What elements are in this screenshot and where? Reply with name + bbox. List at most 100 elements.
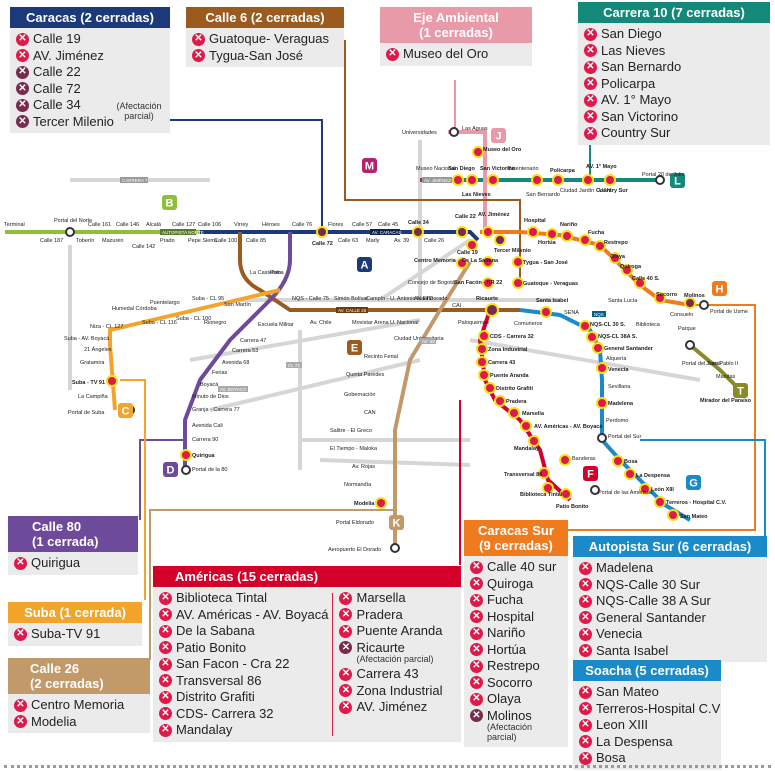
label-san-facon: San Facón - KR 22 xyxy=(454,280,502,286)
closed-x-icon: ✕ xyxy=(584,110,597,124)
panel-caracas-sur: Caracas Sur (9 cerradas) ✕Calle 40 sur✕Q… xyxy=(464,520,568,747)
station-name: General Santander xyxy=(596,609,706,625)
line-j-eje xyxy=(448,130,487,230)
panel-carrera10: Carrera 10 (7 cerradas) ✕San Diego✕Las N… xyxy=(578,2,770,145)
closed-x-icon: ✕ xyxy=(579,561,592,575)
label-heroes: Héroes xyxy=(262,222,280,228)
closed-x-icon: ✕ xyxy=(192,32,205,46)
station-policarpa xyxy=(552,174,564,186)
station-tygua xyxy=(512,256,524,268)
panel-americas-list-2: ✕Marsella✕Pradera✕Puente Aranda✕Ricaurte… xyxy=(333,587,461,742)
label-campin: Campín - U. Antonio Nariño xyxy=(366,296,433,302)
closed-station-item: ✕Leon XIII xyxy=(579,717,717,734)
panel-calle80-title-line1: Calle 80 xyxy=(32,519,82,534)
closed-station-item: ✕Molinos xyxy=(470,708,564,725)
badge-g: G xyxy=(686,475,701,490)
closed-x-icon: ✕ xyxy=(470,709,483,723)
panel-americas: Américas (15 cerradas) ✕Biblioteca Tinta… xyxy=(153,566,461,742)
label-parque: Parque xyxy=(678,326,696,332)
label-portal-americas: Portal de las Américas xyxy=(598,490,653,496)
road-label-autonorte: AUTOPISTA NORTE xyxy=(162,230,204,235)
panel-calle6-list: ✕Guatoque- Veraguas✕Tygua-San José xyxy=(186,28,344,67)
closed-station-item: ✕Calle 22 xyxy=(16,64,166,81)
closed-station-item: ✕CDS- Carrera 32 xyxy=(159,706,328,723)
label-las-aguas: Las Aguas xyxy=(462,126,488,132)
label-gratamira: Gratamira xyxy=(80,360,105,366)
closed-station-item: ✕Biblioteca Tintal xyxy=(159,590,328,607)
station-name: NQS-Calle 38 A Sur xyxy=(596,593,711,608)
label-av39: Av. 39 xyxy=(394,238,409,244)
station-ricaurte xyxy=(485,303,499,317)
svg-text:A: A xyxy=(361,260,369,272)
line-e-nqs-central xyxy=(238,232,520,312)
calle26-box-leader xyxy=(149,509,395,660)
station-name: Ricaurte xyxy=(356,639,405,655)
label-restrepo: Restrepo xyxy=(604,240,628,246)
closed-x-icon: ✕ xyxy=(14,698,27,712)
label-policarpa: Policarpa xyxy=(550,168,576,174)
label-avenida-cali: Avenida Cali xyxy=(192,423,223,429)
label-calle127: Calle 127 xyxy=(172,222,195,228)
panel-eje-ambiental: Eje Ambiental (1 cerradas) ✕Museo del Or… xyxy=(380,7,532,66)
station-name: AV. Jiménez xyxy=(33,47,104,63)
label-hortua: Hortúa xyxy=(538,240,557,246)
closed-station-item: ✕Venecia xyxy=(579,626,763,643)
label-paloquemao: Paloquemao xyxy=(458,320,489,326)
label-carrera47: Carrera 47 xyxy=(240,338,266,344)
station-leon13 xyxy=(639,483,651,495)
closed-x-icon: ✕ xyxy=(16,98,29,112)
closed-x-icon: ✕ xyxy=(470,610,483,624)
station-name: CDS- Carrera 32 xyxy=(176,705,274,721)
label-toberin: Toberín xyxy=(76,238,94,244)
closed-station-item: ✕Museo del Oro xyxy=(386,46,528,63)
badge-d: D xyxy=(163,462,178,477)
svg-text:D: D xyxy=(167,465,175,477)
panel-eje-title-line2: (1 cerradas) xyxy=(419,25,493,40)
label-carrera43: Carrera 43 xyxy=(488,360,515,366)
road-labels: CARRERA 7 AUTOPISTA NORTE AV. CARACAS AV… xyxy=(120,177,606,392)
panel-suba-title: Suba (1 cerrada) xyxy=(8,602,142,623)
panel-caracas-sur-title: Caracas Sur (9 cerradas) xyxy=(464,520,568,556)
station-name: Madelena xyxy=(596,560,654,575)
badge-k: K xyxy=(389,515,404,530)
label-calle34: Calle 34 xyxy=(408,220,430,226)
station-name: Transversal 86 xyxy=(176,672,262,688)
closed-x-icon: ✕ xyxy=(339,684,353,698)
caracas-box-leader xyxy=(170,119,323,232)
panel-calle26: Calle 26 (2 cerradas) ✕Centro Memoria✕Mo… xyxy=(8,658,150,733)
label-portal-tunal: Portal del Tunal xyxy=(682,361,720,367)
station-calle72 xyxy=(316,226,328,238)
portal-20julio-icon xyxy=(655,175,665,185)
closed-x-icon: ✕ xyxy=(579,644,592,658)
portal-americas-icon xyxy=(590,485,600,495)
panel-calle26-title-line1: Calle 26 xyxy=(30,661,80,676)
station-nqs30 xyxy=(579,320,591,332)
label-normandia: Normandía xyxy=(344,482,372,488)
station-calle34 xyxy=(412,226,424,238)
closed-x-icon: ✕ xyxy=(584,27,597,41)
station-socorro xyxy=(654,292,666,304)
station-suba-tv91 xyxy=(106,375,118,387)
closed-x-icon: ✕ xyxy=(470,643,483,657)
label-san-victorino: San Victorino xyxy=(480,166,516,172)
road-boyaca xyxy=(209,358,421,412)
badge-b: B xyxy=(162,195,177,210)
calle6-box-leader xyxy=(344,40,521,280)
station-av1mayo xyxy=(582,174,594,186)
station-name: Calle 72 xyxy=(33,80,81,96)
station-name: Tercer Milenio xyxy=(33,113,114,129)
station-name: Hortúa xyxy=(487,641,527,657)
label-calle57: Calle 57 xyxy=(352,222,372,228)
label-terreros: Terreros - Hospital C.V. xyxy=(666,500,727,506)
panel-calle26-list: ✕Centro Memoria✕Modelia xyxy=(8,694,150,733)
station-patio-bonito xyxy=(560,488,572,500)
station-santa-isabel xyxy=(540,306,552,318)
closed-station-item: ✕Socorro xyxy=(470,675,564,692)
closed-x-icon: ✕ xyxy=(159,674,172,688)
label-centro-memoria: Centro Memoria xyxy=(414,258,457,264)
panel-caracas-title: Caracas (2 cerradas) xyxy=(10,7,170,28)
station-calle19 xyxy=(466,239,478,251)
station-restrepo xyxy=(594,240,606,252)
label-patio-bonito: Patio Bonito xyxy=(556,504,589,510)
panel-autopista-sur-list: ✕Madelena✕NQS-Calle 30 Sur✕NQS-Calle 38 … xyxy=(573,557,767,662)
